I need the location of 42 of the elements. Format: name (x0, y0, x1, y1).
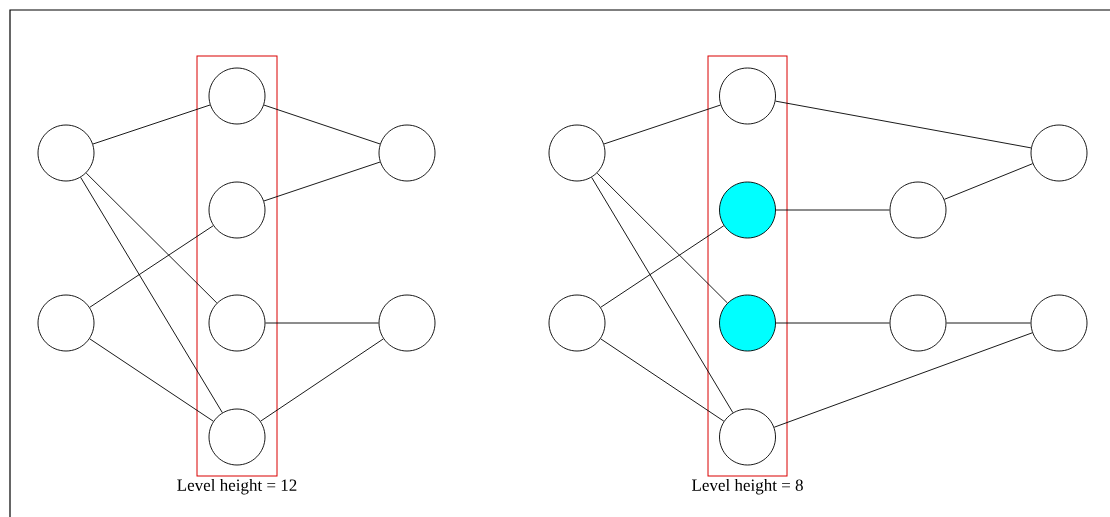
circle-node (889, 181, 947, 239)
connector-line (600, 225, 725, 308)
connector-line (603, 104, 721, 145)
filled-circle (719, 181, 776, 239)
connector-line (775, 322, 890, 324)
connector-line (85, 172, 218, 304)
node-label: Level height = 12 (177, 478, 297, 495)
circle-node (378, 124, 436, 182)
circle-node (719, 408, 776, 466)
connector-line (775, 209, 890, 211)
connector-line (600, 338, 725, 422)
circle-node (208, 67, 266, 125)
connector-line (591, 176, 734, 414)
connector-line (946, 322, 1031, 324)
connector-line (263, 161, 381, 202)
circle-node (208, 181, 266, 239)
circle-node (37, 124, 95, 182)
connector-line (260, 338, 384, 422)
circle-node (719, 67, 776, 125)
circle-node (1030, 294, 1088, 352)
circle-node (889, 294, 947, 352)
filled-circle (719, 294, 776, 352)
circle-node (1030, 124, 1088, 182)
connector-line (773, 332, 1033, 428)
connector-line (89, 338, 214, 422)
connector-line (596, 172, 728, 304)
level-box: Level height = 12 (177, 55, 297, 495)
circle-node (208, 294, 266, 352)
circle-node (548, 124, 606, 182)
circle-node (548, 294, 606, 352)
connector-line (775, 100, 1032, 149)
circle-node (378, 294, 436, 352)
node-label: Level height = 8 (691, 478, 803, 495)
connector-line (80, 176, 223, 414)
circle-node (208, 408, 266, 466)
connector-line (265, 322, 379, 324)
level-box: Level height = 8 (692, 55, 803, 495)
connector-line (89, 225, 214, 308)
circle-node (37, 294, 95, 352)
connector-line (943, 163, 1034, 200)
connector-line (92, 104, 211, 145)
connector-line (263, 104, 381, 145)
